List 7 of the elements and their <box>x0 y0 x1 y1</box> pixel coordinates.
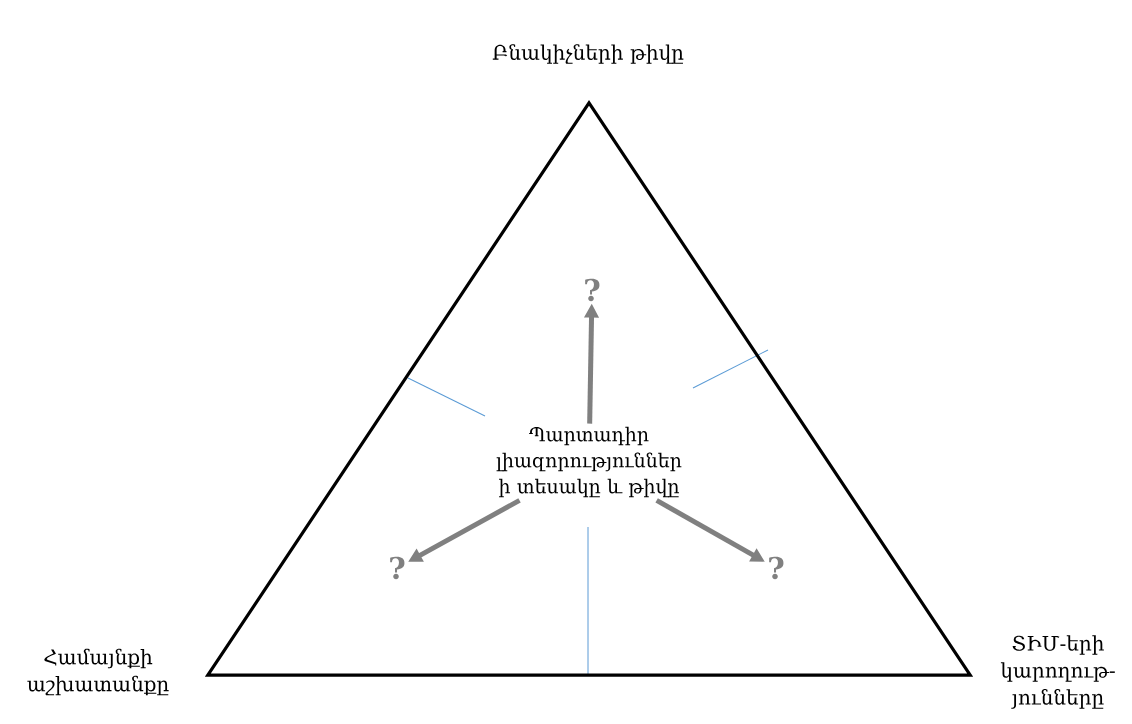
corner-label: Բնակիչների թիվը <box>492 44 684 64</box>
question-mark: ? <box>769 556 784 580</box>
center-text: Պարտադիր լիազորություններ ի տեսակը և թիվը <box>496 426 682 498</box>
question-mark: ? <box>585 278 600 302</box>
corner-label: Համայնքի աշխատանքը <box>27 648 169 696</box>
question-mark: ? <box>390 556 405 580</box>
corner-label: ՏԻՄ-երի կարողութ- յունները <box>1000 635 1115 709</box>
